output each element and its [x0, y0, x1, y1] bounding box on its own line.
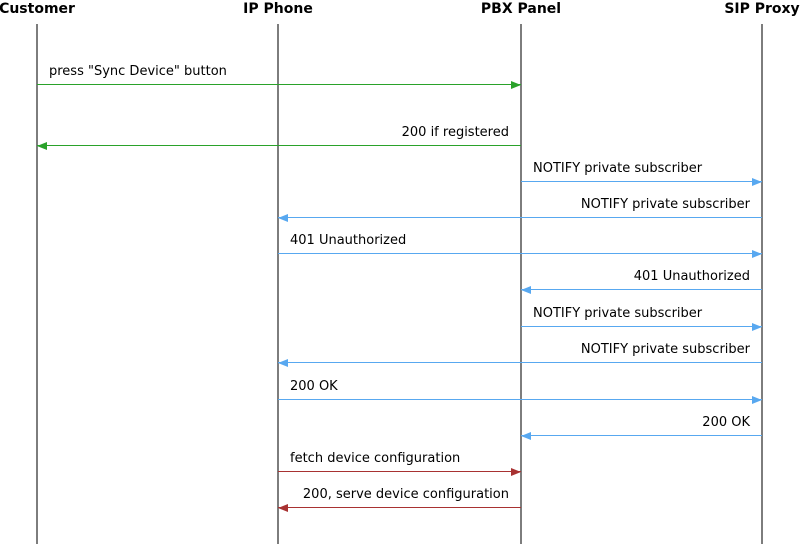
message-label: fetch device configuration	[290, 451, 461, 466]
message-label: press "Sync Device" button	[49, 64, 227, 79]
message-line	[37, 84, 521, 85]
message-line	[278, 362, 762, 363]
actor-label-pbx-panel: PBX Panel	[480, 1, 562, 17]
message-label: 200 if registered	[401, 125, 509, 140]
arrowhead-icon	[752, 178, 762, 186]
arrowhead-icon	[521, 286, 531, 294]
message-label: 200 OK	[702, 415, 750, 430]
arrowhead-icon	[278, 504, 288, 512]
message-label: NOTIFY private subscriber	[580, 342, 750, 357]
arrowhead-icon	[278, 359, 288, 367]
message-label: 200, serve device configuration	[302, 487, 509, 502]
arrowhead-icon	[37, 142, 47, 150]
lifeline-pbx-panel	[520, 24, 522, 544]
actor-label-sip-proxy: SIP Proxy	[724, 1, 800, 17]
lifeline-customer	[36, 24, 38, 544]
message-line	[278, 253, 762, 254]
arrowhead-icon	[752, 250, 762, 258]
lifeline-sip-proxy	[761, 24, 763, 544]
arrowhead-icon	[511, 81, 521, 89]
actor-label-customer: Customer	[0, 1, 75, 17]
message-label: 401 Unauthorized	[633, 269, 750, 284]
message-line	[278, 399, 762, 400]
lifeline-ip-phone	[277, 24, 279, 544]
actor-label-ip-phone: IP Phone	[243, 1, 313, 17]
message-label: 401 Unauthorized	[290, 233, 407, 248]
message-line	[278, 507, 521, 508]
message-line	[521, 326, 762, 327]
arrowhead-icon	[521, 432, 531, 440]
message-line	[521, 181, 762, 182]
message-label: NOTIFY private subscriber	[533, 161, 703, 176]
arrowhead-icon	[511, 468, 521, 476]
arrowhead-icon	[752, 323, 762, 331]
message-line	[521, 435, 762, 436]
message-label: NOTIFY private subscriber	[533, 306, 703, 321]
message-line	[37, 145, 521, 146]
message-line	[521, 289, 762, 290]
message-label: NOTIFY private subscriber	[580, 197, 750, 212]
message-line	[278, 471, 521, 472]
message-line	[278, 217, 762, 218]
arrowhead-icon	[278, 214, 288, 222]
arrowhead-icon	[752, 396, 762, 404]
message-label: 200 OK	[290, 379, 338, 394]
